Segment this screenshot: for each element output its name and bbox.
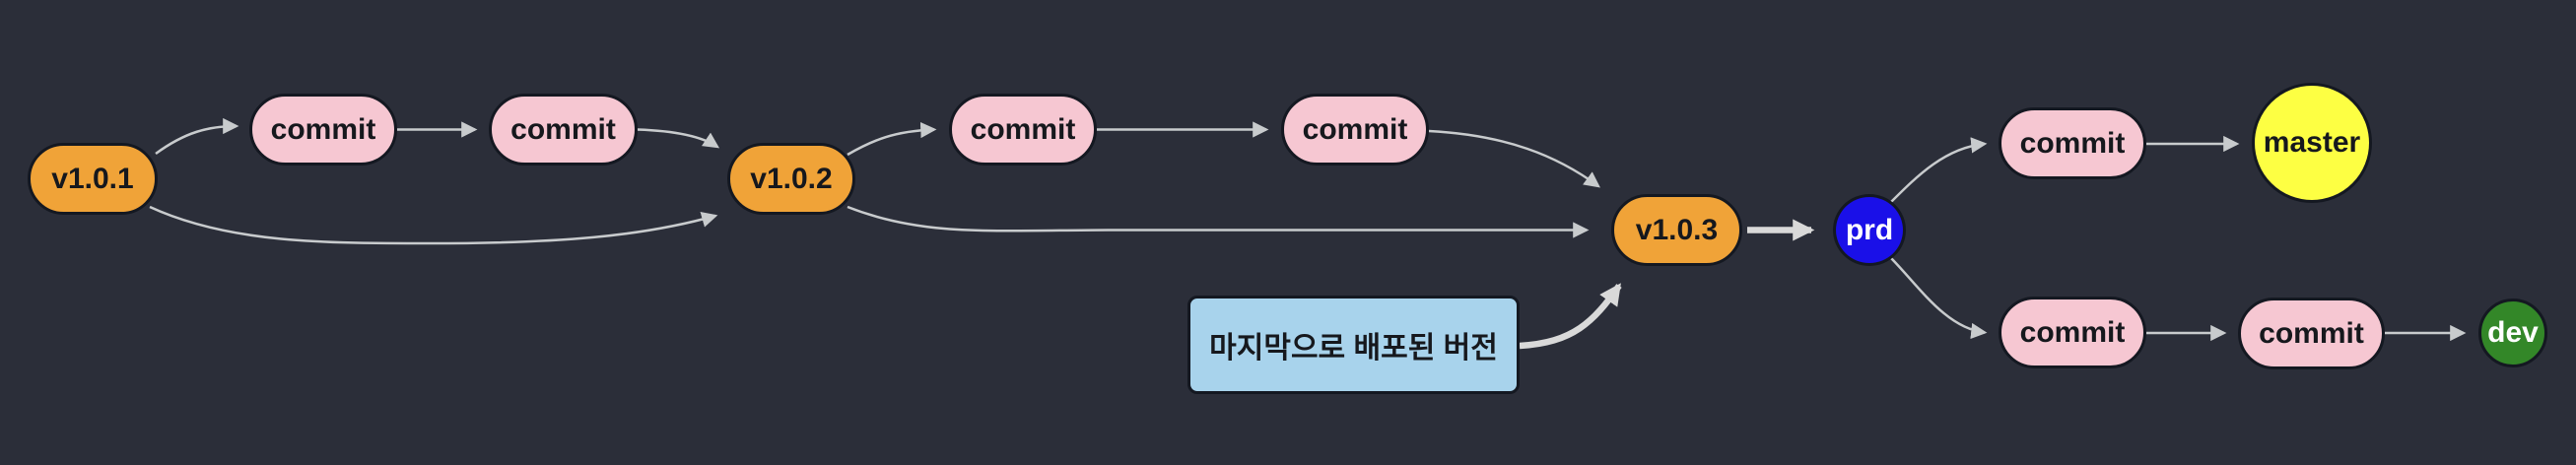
node-commit-3: commit xyxy=(949,94,1097,166)
node-commit-1: commit xyxy=(249,94,397,166)
edge-note-to-v1-0-3 xyxy=(1519,283,1622,350)
node-dev: dev xyxy=(2478,299,2547,367)
edge-v1-0-1-to-commit-1 xyxy=(155,117,239,156)
edge-v1-0-2-to-commit-3 xyxy=(847,121,937,157)
edge-commit-4-to-v1-0-3 xyxy=(1428,129,1600,188)
node-v1-0-3: v1.0.3 xyxy=(1611,194,1742,266)
node-prd: prd xyxy=(1833,194,1906,266)
edge-prd-to-commit-5 xyxy=(1889,137,1988,204)
node-commit-6: commit xyxy=(1999,297,2146,368)
edge-v1-0-1-to-v1-0-2 xyxy=(149,205,718,245)
node-v1-0-2: v1.0.2 xyxy=(727,143,855,215)
node-commit-7: commit xyxy=(2238,298,2385,369)
edge-prd-to-commit-6 xyxy=(1889,256,1988,340)
edge-commit-2-to-v1-0-2 xyxy=(637,128,720,149)
node-master: master xyxy=(2252,83,2372,203)
node-commit-4: commit xyxy=(1281,94,1429,166)
edge-v1-0-2-to-v1-0-3 xyxy=(847,205,1590,238)
node-commit-2: commit xyxy=(489,94,638,166)
node-commit-5: commit xyxy=(1999,107,2146,179)
note-last-deployed-version: 마지막으로 배포된 버전 xyxy=(1187,296,1520,394)
node-v1-0-1: v1.0.1 xyxy=(28,143,158,215)
